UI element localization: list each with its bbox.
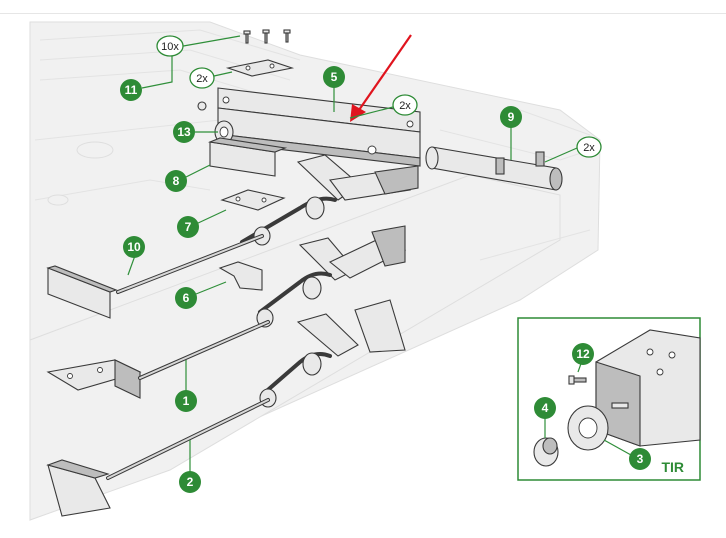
rod-part-1 — [46, 320, 270, 399]
callout-12: 12 — [572, 343, 594, 365]
callout-10: 10 — [123, 236, 145, 258]
qty-2x-rail: 2x — [392, 94, 418, 116]
hanger-upper — [240, 154, 419, 246]
bolt-icon — [243, 29, 291, 44]
svg-text:2x: 2x — [196, 73, 208, 85]
qty-2x-tube: 2x — [576, 136, 602, 158]
tube-part-9 — [425, 146, 563, 191]
callout-13: 13 — [173, 121, 195, 143]
hanger-lower — [259, 299, 406, 408]
svg-text:2x: 2x — [583, 142, 595, 154]
callout-7: 7 — [177, 216, 199, 238]
callout-11: 11 — [120, 79, 142, 101]
callout-2: 2 — [179, 471, 201, 493]
svg-text:4: 4 — [542, 401, 549, 415]
tir-detail-inset: TIR — [517, 317, 701, 481]
svg-text:7: 7 — [185, 220, 192, 234]
hanger-middle — [256, 225, 407, 328]
svg-text:2: 2 — [187, 475, 194, 489]
callout-6: 6 — [175, 287, 197, 309]
detail-label: TIR — [661, 459, 684, 475]
svg-text:9: 9 — [508, 110, 515, 124]
plate-part-7 — [220, 189, 286, 211]
svg-text:10x: 10x — [161, 41, 179, 53]
svg-text:13: 13 — [177, 125, 191, 139]
rod-part-2 — [46, 398, 270, 517]
svg-text:11: 11 — [125, 83, 138, 97]
callout-4: 4 — [534, 397, 556, 419]
svg-text:2x: 2x — [399, 100, 411, 112]
chassis-ghost — [29, 21, 601, 521]
svg-text:8: 8 — [173, 174, 180, 188]
callout-5: 5 — [323, 66, 345, 88]
svg-text:6: 6 — [183, 291, 190, 305]
qty-10x: 10x — [156, 35, 184, 57]
svg-text:5: 5 — [331, 70, 338, 84]
leader-lines — [127, 35, 632, 480]
bushing-part-13 — [214, 120, 234, 144]
rod-part-10 — [46, 234, 264, 319]
rail-part-5 — [217, 87, 421, 167]
bracket-part-8 — [207, 137, 288, 177]
top-divider — [0, 13, 726, 14]
qty-2x-plate: 2x — [189, 67, 215, 89]
svg-text:1: 1 — [183, 394, 190, 408]
svg-text:12: 12 — [576, 347, 590, 361]
bracket-part-6 — [218, 261, 263, 291]
callout-8: 8 — [165, 170, 187, 192]
plates-part-11 — [197, 29, 295, 111]
svg-text:3: 3 — [637, 452, 644, 466]
callout-3: 3 — [629, 448, 651, 470]
callout-9: 9 — [500, 106, 522, 128]
callout-1: 1 — [175, 390, 197, 412]
svg-text:10: 10 — [127, 240, 141, 254]
